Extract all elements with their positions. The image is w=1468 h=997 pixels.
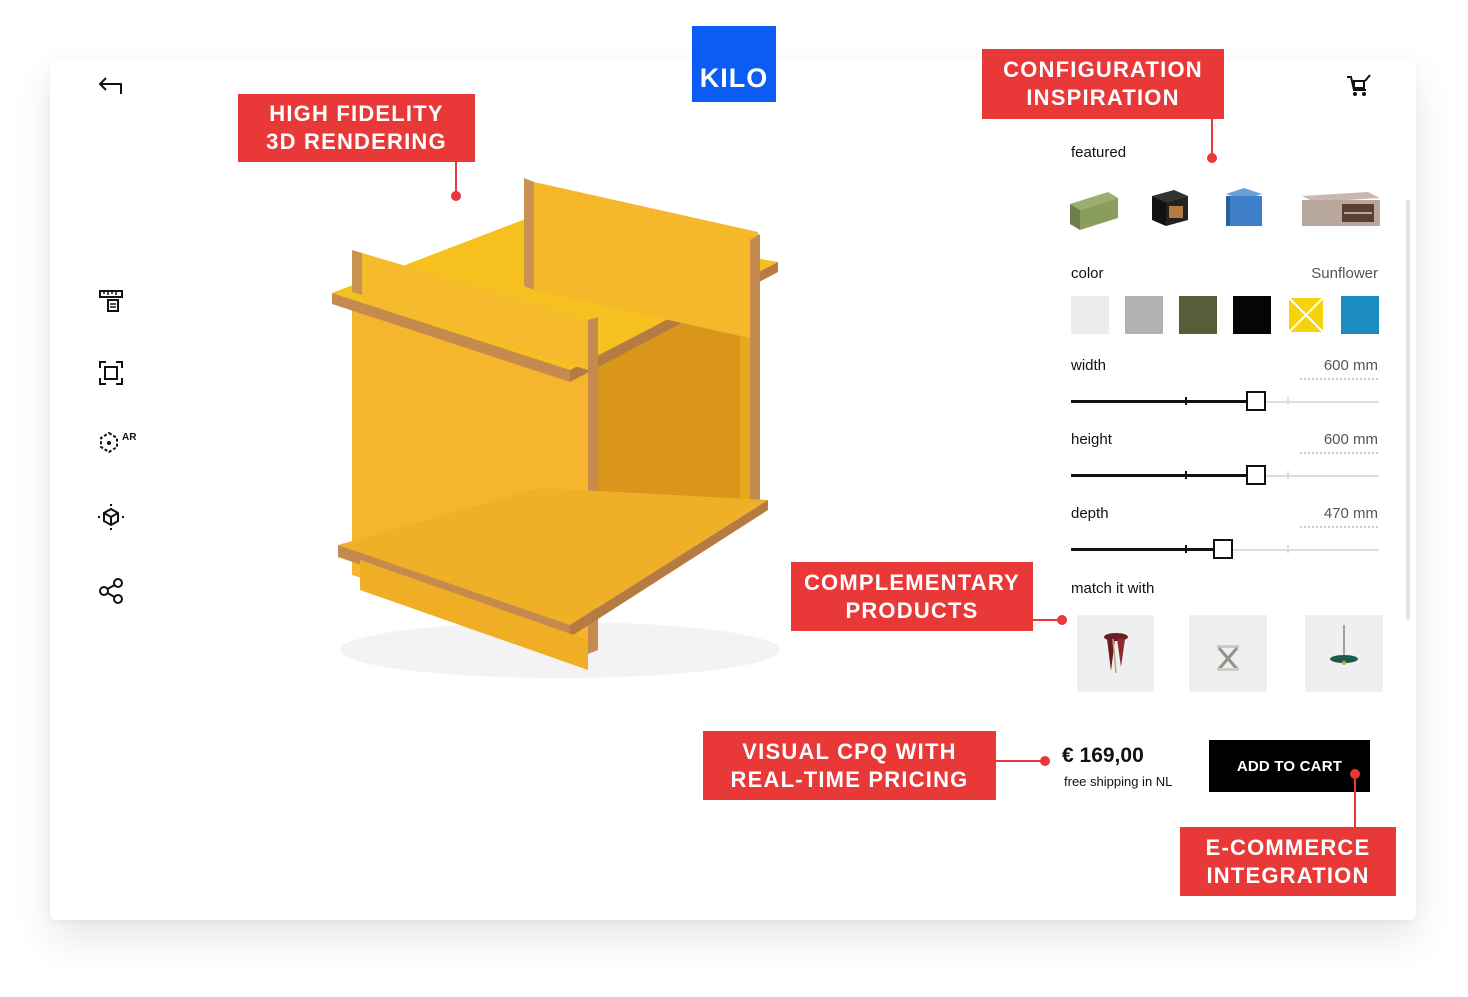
match-label: match it with [1071, 580, 1155, 597]
width-label: width [1071, 357, 1107, 374]
featured-thumb-sideboard[interactable] [1298, 188, 1382, 232]
match-thumb-pendant-lamp[interactable] [1305, 615, 1383, 692]
back-arrow-icon[interactable] [96, 72, 126, 100]
cart-icon[interactable] [1344, 72, 1372, 100]
swatch-olive[interactable] [1179, 296, 1217, 334]
measure-icon[interactable] [96, 286, 126, 316]
height-value[interactable]: 600 mm [1300, 431, 1378, 454]
height-label: height [1071, 431, 1112, 448]
swatch-grey[interactable] [1125, 296, 1163, 334]
panel-scrollbar[interactable] [1406, 200, 1410, 620]
swatch-blue[interactable] [1341, 296, 1379, 334]
featured-thumb-green[interactable] [1068, 184, 1120, 236]
width-slider-handle[interactable] [1246, 391, 1266, 411]
color-label: color [1071, 265, 1104, 282]
kilo-logo: KILO [692, 26, 776, 102]
share-icon[interactable] [96, 576, 126, 606]
ar-label: AR [122, 431, 137, 443]
depth-label: depth [1071, 505, 1109, 522]
swatch-light-grey[interactable] [1071, 296, 1109, 334]
product-render[interactable] [320, 170, 790, 690]
frame-focus-icon[interactable] [96, 358, 126, 388]
featured-thumb-blue[interactable] [1222, 186, 1266, 232]
rotate-3d-icon[interactable] [96, 502, 126, 532]
width-slider[interactable] [1071, 390, 1379, 414]
add-to-cart-button[interactable]: ADD TO CART [1209, 740, 1370, 792]
height-slider[interactable] [1071, 464, 1379, 488]
swatch-sunflower[interactable] [1287, 296, 1325, 334]
swatch-black[interactable] [1233, 296, 1271, 334]
height-slider-handle[interactable] [1246, 465, 1266, 485]
depth-slider-handle[interactable] [1213, 539, 1233, 559]
price: € 169,00 [1062, 744, 1144, 767]
featured-label: featured [1071, 144, 1127, 161]
match-thumb-side-table[interactable] [1189, 615, 1267, 692]
featured-thumb-black[interactable] [1148, 186, 1192, 232]
depth-value[interactable]: 470 mm [1300, 505, 1378, 528]
color-selected-name: Sunflower [1311, 265, 1378, 282]
color-swatches [1071, 296, 1379, 334]
match-thumb-stool[interactable] [1077, 615, 1154, 692]
depth-slider[interactable] [1071, 538, 1379, 562]
width-value[interactable]: 600 mm [1300, 357, 1378, 380]
shipping-note: free shipping in NL [1064, 774, 1173, 789]
ar-view-icon[interactable]: AR [96, 428, 142, 458]
